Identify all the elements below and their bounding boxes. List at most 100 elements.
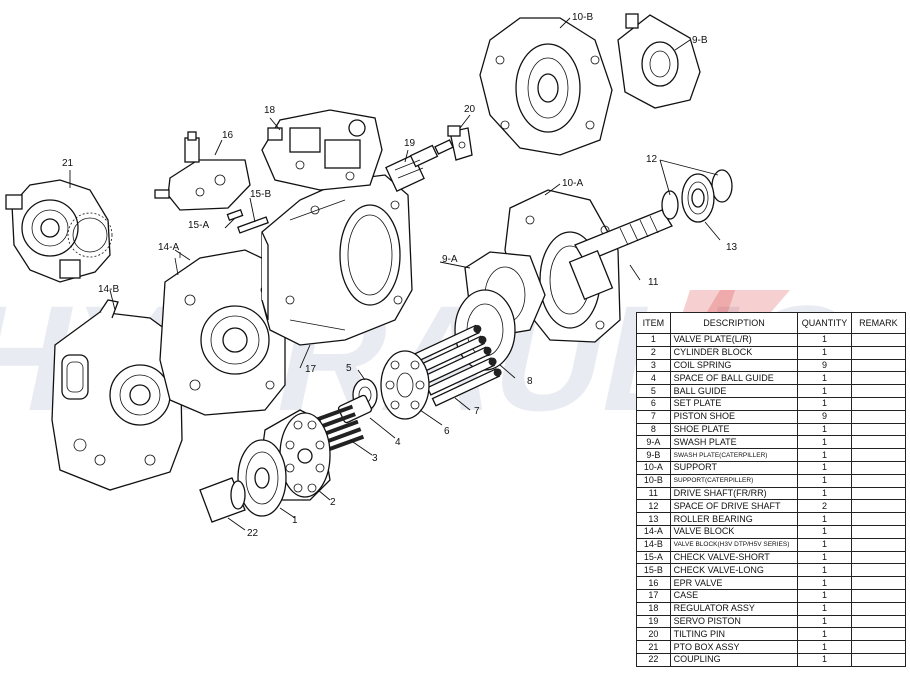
callout-20: 20	[464, 104, 476, 115]
cell-item: 15-A	[636, 550, 671, 565]
cell-remark	[850, 601, 907, 616]
callout-3: 3	[372, 453, 378, 464]
cell-quantity: 9	[797, 358, 852, 373]
header-remark: REMARK	[850, 312, 907, 334]
cell-description: SWASH PLATE(CATERPILLER)	[669, 448, 799, 462]
cell-item: 20	[636, 627, 671, 642]
cell-description: COIL SPRING	[669, 358, 799, 373]
cell-item: 5	[636, 384, 671, 398]
cell-remark	[850, 652, 907, 667]
shaft-spacers	[661, 169, 733, 220]
cell-item: 14-B	[636, 537, 671, 552]
cell-description: VALVE BLOCK	[669, 524, 799, 539]
cell-quantity: 1	[797, 614, 852, 629]
cell-quantity: 1	[797, 486, 852, 501]
callout-10a: 10-A	[562, 178, 583, 189]
cell-item: 19	[636, 614, 671, 629]
cell-remark	[850, 486, 907, 501]
callout-6: 6	[444, 426, 450, 437]
cell-remark	[850, 345, 907, 360]
servo-piston	[385, 139, 454, 192]
cell-quantity: 1	[797, 384, 852, 398]
cell-quantity: 1	[797, 345, 852, 360]
cell-remark	[850, 550, 907, 565]
callout-15a: 15-A	[188, 220, 209, 231]
cell-quantity: 1	[797, 524, 852, 539]
cell-quantity: 1	[797, 601, 852, 616]
header-quantity: QUANTITY	[797, 312, 852, 334]
callout-11: 11	[648, 277, 659, 288]
cell-quantity: 1	[797, 422, 852, 437]
cell-quantity: 1	[797, 537, 852, 552]
callout-labels: 21 14-B 14-A 15-A 15-B 16 18 19 20 10-B …	[62, 12, 738, 539]
cell-description: BALL GUIDE	[669, 384, 799, 398]
cell-item: 4	[636, 371, 671, 386]
cell-description: COUPLING	[669, 652, 799, 667]
cell-quantity: 1	[797, 333, 852, 347]
cell-item: 16	[636, 576, 671, 590]
cell-remark	[850, 563, 907, 578]
epr-valve	[154, 131, 251, 211]
cell-quantity: 1	[797, 448, 852, 462]
callout-12: 12	[646, 154, 658, 165]
cell-quantity: 1	[797, 588, 852, 603]
callout-13: 13	[726, 242, 738, 253]
cell-remark	[850, 588, 907, 603]
callout-1: 1	[292, 515, 298, 526]
cell-item: 7	[636, 409, 671, 424]
cell-item: 9-A	[636, 435, 671, 450]
callout-21: 21	[62, 158, 74, 169]
cell-description: TILTING PIN	[669, 627, 799, 642]
cell-quantity: 2	[797, 499, 852, 514]
cell-description: SPACE OF BALL GUIDE	[669, 371, 799, 386]
header-description: DESCRIPTION	[669, 312, 799, 334]
cell-remark	[850, 614, 907, 629]
cell-remark	[850, 396, 907, 411]
cell-description: SET PLATE	[669, 396, 799, 411]
cell-description: SUPPORT	[669, 460, 799, 475]
leader-lines	[69, 17, 721, 531]
cell-item: 17	[636, 588, 671, 603]
cell-quantity: 1	[797, 396, 852, 411]
cell-quantity: 1	[797, 640, 852, 654]
cell-quantity: 1	[797, 652, 852, 667]
callout-22: 22	[247, 528, 259, 539]
cell-quantity: 1	[797, 435, 852, 450]
valve-block-14b	[51, 299, 183, 491]
cell-remark	[850, 358, 907, 373]
cell-remark	[850, 499, 907, 514]
cell-description: SPACE OF DRIVE SHAFT	[669, 499, 799, 514]
cell-item: 21	[636, 640, 671, 654]
cell-remark	[850, 448, 907, 462]
callout-7: 7	[474, 406, 480, 417]
cell-description: SWASH PLATE	[669, 435, 799, 450]
cell-remark	[850, 473, 907, 488]
cell-item: 6	[636, 396, 671, 411]
tilting-pin	[447, 125, 473, 161]
cell-quantity: 1	[797, 460, 852, 475]
cell-item: 13	[636, 512, 671, 526]
drive-shaft	[568, 209, 673, 301]
cell-item: 14-A	[636, 524, 671, 539]
cell-quantity: 1	[797, 550, 852, 565]
cell-item: 10-B	[636, 473, 671, 488]
callout-18: 18	[264, 105, 276, 116]
cell-quantity: 9	[797, 409, 852, 424]
